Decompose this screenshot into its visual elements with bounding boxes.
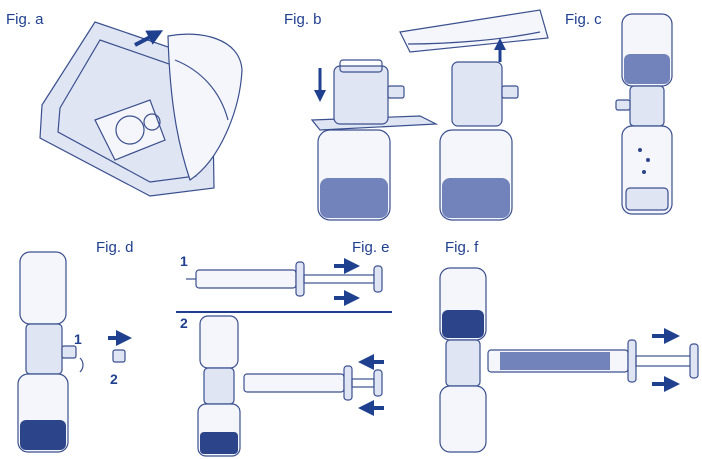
removed-cap [112,349,126,363]
figure-c: Fig. c [565,11,673,215]
syringe-2 [243,373,345,393]
bottom-vial-f [439,385,487,453]
adapter-connector [629,85,665,127]
syringe-1 [195,269,297,289]
peel-arrow-icon [134,30,164,47]
figure-f: Fig. f [439,239,699,453]
figure-b-label: Fig. b [284,11,322,28]
figure-f-label: Fig. f [445,239,479,256]
step-2-number: 2 [180,315,188,331]
figure-e-label: Fig. e [352,239,390,256]
step-1-number: 1 [74,331,82,347]
lifted-tray [399,9,549,53]
peeled-lid [167,33,243,181]
figure-b: Fig. b [284,9,549,221]
step-1-number: 1 [180,253,188,269]
top-vial-e [199,315,239,369]
adapter-d [25,323,63,375]
step-2-number: 2 [110,371,118,387]
top-vial-d [19,251,67,325]
figure-c-label: Fig. c [565,11,602,28]
adapter-right [451,61,503,127]
figure-a: Fig. a [6,11,243,197]
figure-d-label: Fig. d [96,239,134,256]
adapter-left [333,65,389,125]
figure-e: Fig. e 1 2 [176,239,392,457]
figure-a-label: Fig. a [6,11,44,28]
figure-d: Fig. d 1 2 [17,239,134,453]
